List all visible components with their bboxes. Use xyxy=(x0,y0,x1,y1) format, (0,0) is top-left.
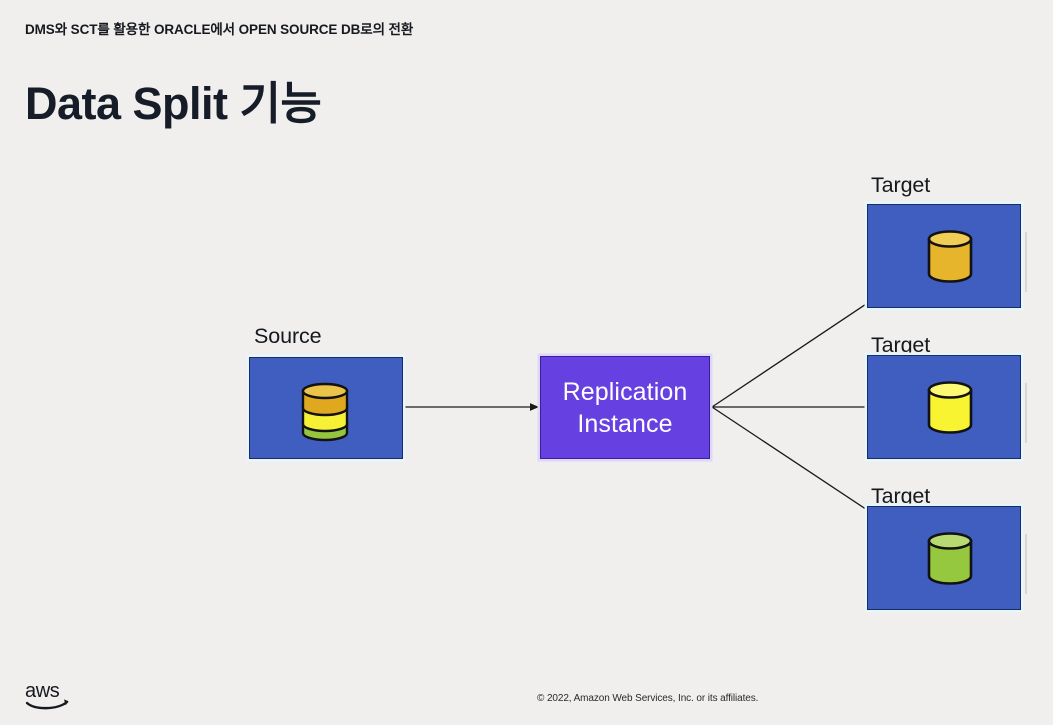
page-title: Data Split 기능 xyxy=(25,78,322,129)
replication-label-line-1: Replication xyxy=(562,377,688,406)
multi-color-database-cylinder xyxy=(301,382,349,442)
source-caption: Source xyxy=(254,324,322,348)
target-1-database-box[interactable] xyxy=(867,204,1021,308)
green-database-cylinder xyxy=(927,532,973,585)
replication-label-line-2: Instance xyxy=(577,409,673,438)
target-3-caption: Target xyxy=(871,484,931,508)
slide-eyebrow-text: DMS와 SCT를 활용한 ORACLE에서 OPEN SOURCE DB로의 … xyxy=(25,22,414,37)
aws-logo: aws xyxy=(25,680,69,710)
target-3-database-box[interactable] xyxy=(867,506,1021,610)
target-2-database-box[interactable] xyxy=(867,355,1021,459)
replication-instance-box[interactable]: Replication Instance xyxy=(540,356,710,459)
target-1-caption: Target xyxy=(871,173,931,197)
copyright-text: © 2022, Amazon Web Services, Inc. or its… xyxy=(537,693,759,704)
replication-instance-label: Replication Instance xyxy=(563,376,688,440)
margin-artifact-1 xyxy=(1025,232,1027,292)
margin-artifact-2 xyxy=(1025,383,1027,443)
yellow-database-cylinder xyxy=(927,381,973,434)
svg-text:aws: aws xyxy=(25,680,60,702)
source-database-box[interactable] xyxy=(249,357,403,459)
gold-database-cylinder xyxy=(927,230,973,283)
margin-artifact-3 xyxy=(1025,534,1027,594)
target-2-caption: Target xyxy=(871,333,931,357)
